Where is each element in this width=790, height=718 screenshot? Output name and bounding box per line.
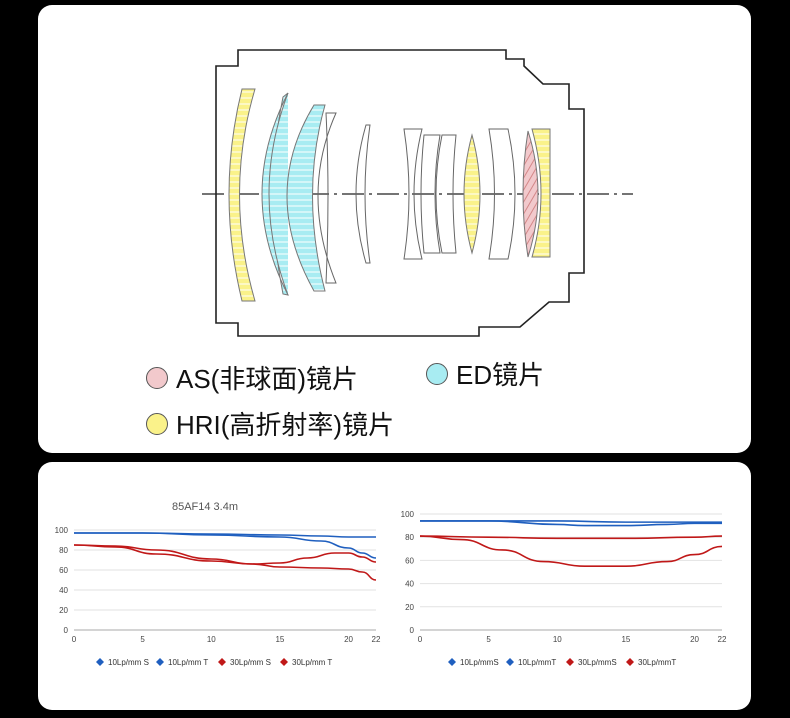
y-tick-label: 60 bbox=[405, 556, 414, 565]
lens-element-hri-3 bbox=[531, 128, 551, 258]
lens-element-5 bbox=[355, 124, 371, 264]
legend-as: AS(非球面)镜片 bbox=[146, 359, 358, 396]
legend-marker-icon bbox=[156, 658, 164, 666]
series-line-2 bbox=[419, 535, 723, 540]
legend-ed: ED镜片 bbox=[426, 355, 544, 392]
x-tick-label: 0 bbox=[418, 635, 423, 644]
legend-marker-icon bbox=[218, 658, 226, 666]
lens-element-hri-1 bbox=[228, 88, 256, 302]
x-tick-label: 15 bbox=[621, 635, 630, 644]
legend-label: 30Lp/mmT bbox=[638, 658, 676, 667]
legend-marker-icon bbox=[626, 658, 634, 666]
legend-marker-icon bbox=[448, 658, 456, 666]
x-tick-label: 5 bbox=[486, 635, 491, 644]
legend-label: 10Lp/mmT bbox=[518, 658, 556, 667]
x-tick-label: 22 bbox=[718, 635, 727, 644]
legend-label: 30Lp/mm S bbox=[230, 658, 271, 667]
legend-label: 10Lp/mmS bbox=[460, 658, 499, 667]
x-tick-label: 20 bbox=[690, 635, 699, 644]
y-tick-label: 0 bbox=[64, 626, 69, 635]
x-tick-label: 10 bbox=[207, 635, 216, 644]
lens-diagram-card: AS(非球面)镜片 ED镜片 HRI(高折射率)镜片 bbox=[38, 5, 751, 453]
legend-label: 30Lp/mmS bbox=[578, 658, 617, 667]
lens-barrel-outline bbox=[215, 49, 585, 337]
legend-label: 30Lp/mm T bbox=[292, 658, 332, 667]
series-line-3 bbox=[419, 535, 723, 567]
x-tick-label: 22 bbox=[372, 635, 381, 644]
lens-element-4 bbox=[317, 112, 337, 284]
hri-swatch-icon bbox=[146, 412, 168, 435]
lens-construction-diagram bbox=[202, 49, 633, 337]
x-tick-label: 20 bbox=[344, 635, 353, 644]
y-tick-label: 60 bbox=[59, 566, 68, 575]
lens-element-ed-2 bbox=[286, 104, 326, 292]
legend-hri-label: HRI(高折射率)镜片 bbox=[176, 410, 395, 440]
series-line-1 bbox=[420, 520, 722, 527]
as-swatch-icon bbox=[146, 366, 168, 389]
legend-label: 10Lp/mm S bbox=[108, 658, 149, 667]
series-line-3 bbox=[73, 544, 377, 581]
legend-as-label: AS(非球面)镜片 bbox=[176, 364, 359, 394]
legend-marker-icon bbox=[506, 658, 514, 666]
legend-hri: HRI(高折射率)镜片 bbox=[146, 405, 394, 442]
lens-element-6 bbox=[403, 128, 423, 260]
y-tick-label: 100 bbox=[401, 510, 415, 519]
legend-marker-icon bbox=[96, 658, 104, 666]
chart-title: 85AF14 3.4m bbox=[172, 501, 238, 513]
y-tick-label: 0 bbox=[410, 626, 415, 635]
lens-element-as bbox=[522, 130, 539, 258]
x-tick-label: 5 bbox=[140, 635, 145, 644]
y-tick-label: 20 bbox=[59, 606, 68, 615]
lens-element-8 bbox=[435, 134, 457, 254]
lens-element-7 bbox=[420, 134, 441, 254]
x-tick-label: 10 bbox=[553, 635, 562, 644]
legend-marker-icon bbox=[280, 658, 288, 666]
y-tick-label: 80 bbox=[405, 533, 414, 542]
legend-label: 10Lp/mm T bbox=[168, 658, 208, 667]
y-tick-label: 40 bbox=[405, 580, 414, 589]
legend-ed-label: ED镜片 bbox=[456, 360, 545, 390]
y-tick-label: 100 bbox=[55, 526, 69, 535]
mtf-chart-left: 85AF14 3.4m 0 20 40 60 80 100 0 5 10 15 20 22 10Lp/mm… bbox=[55, 501, 381, 667]
series-line-1 bbox=[74, 532, 377, 559]
lens-element-hri-2 bbox=[463, 133, 481, 255]
y-tick-label: 20 bbox=[405, 603, 414, 612]
lens-element-10 bbox=[488, 128, 516, 260]
legend-marker-icon bbox=[566, 658, 574, 666]
ed-swatch-icon bbox=[426, 362, 448, 385]
y-tick-label: 80 bbox=[59, 546, 68, 555]
x-tick-label: 15 bbox=[275, 635, 284, 644]
y-tick-label: 40 bbox=[59, 586, 68, 595]
mtf-chart-right: 0 20 40 60 80 100 0 5 10 15 20 22 10Lp/mmS 10Lp/mmT 30… bbox=[401, 510, 727, 667]
series-line-2 bbox=[73, 544, 377, 565]
x-tick-label: 0 bbox=[72, 635, 77, 644]
